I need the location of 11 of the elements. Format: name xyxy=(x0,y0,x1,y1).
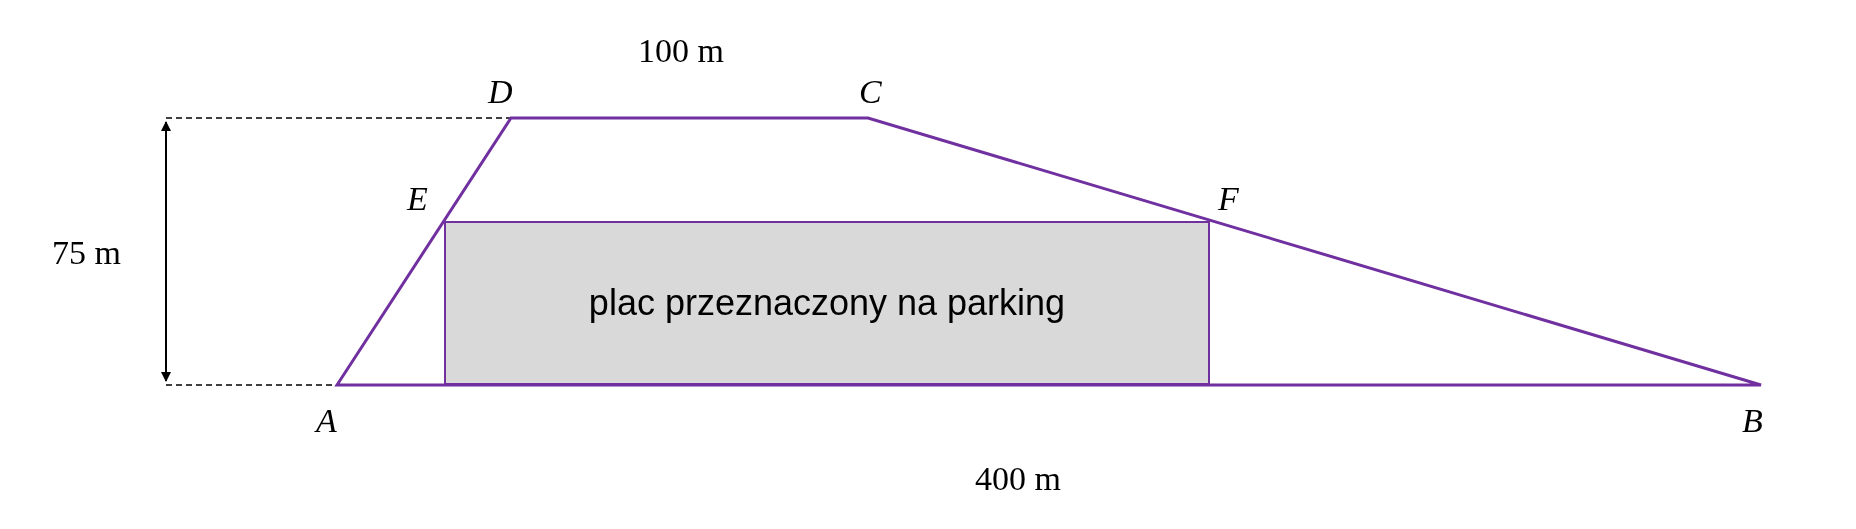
point-label: D xyxy=(488,75,513,109)
area-label: plac przeznaczony na parking xyxy=(588,282,1066,324)
dimension-label: 75 m xyxy=(52,236,121,270)
point-label: E xyxy=(407,182,428,216)
point-label: B xyxy=(1742,404,1763,438)
point-label: C xyxy=(859,75,882,109)
dimension-label: 100 m xyxy=(638,34,724,68)
dimension-label: 400 m xyxy=(975,462,1061,496)
point-label: F xyxy=(1218,182,1239,216)
point-label: A xyxy=(316,404,337,438)
parking-area xyxy=(444,221,1210,385)
